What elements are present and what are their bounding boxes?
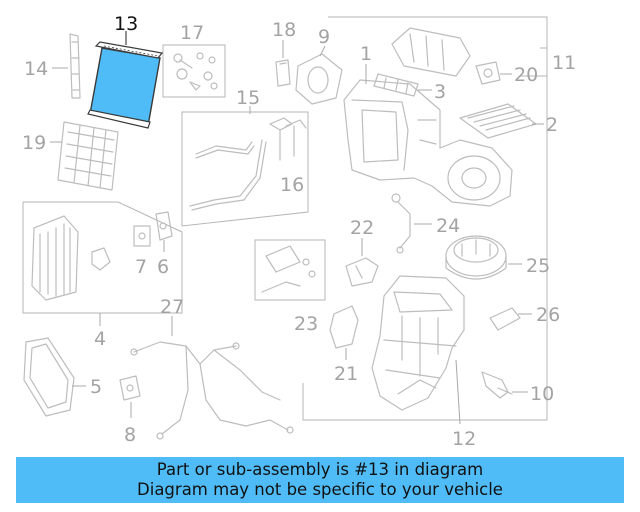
frame-assembly-right xyxy=(302,16,548,421)
info-banner: Part or sub-assembly is #13 in diagram D… xyxy=(16,457,624,503)
callout-14: 14 xyxy=(24,58,48,80)
frame-group-23 xyxy=(254,239,326,301)
banner-line-disclaimer: Diagram may not be specific to your vehi… xyxy=(137,480,503,499)
hvac-housing-part-1 xyxy=(343,79,513,207)
callout-6: 6 xyxy=(157,256,169,278)
leader-12 xyxy=(455,359,461,425)
frame-group-15 xyxy=(181,111,309,227)
blower-motor-part-25 xyxy=(445,235,507,280)
heater-core-part-13[interactable] xyxy=(87,41,164,129)
hose-clamp-part-16 xyxy=(269,117,307,161)
wiring-harness-part-27 xyxy=(130,341,294,440)
callout-22: 22 xyxy=(350,217,374,239)
callout-10: 10 xyxy=(530,383,554,405)
banner-line-part-number: Part or sub-assembly is #13 in diagram xyxy=(156,460,484,479)
callout-24: 24 xyxy=(436,215,460,237)
hardware-set-part-17 xyxy=(173,52,218,91)
callout-1: 1 xyxy=(360,43,372,65)
resistor-part-22 xyxy=(345,257,379,287)
mounting-plate-part-21 xyxy=(329,305,359,349)
callout-26: 26 xyxy=(536,304,560,326)
leader-9 xyxy=(319,45,326,57)
clip-part-8 xyxy=(119,375,141,401)
callout-5: 5 xyxy=(90,376,102,398)
expansion-valve-part-6 xyxy=(155,211,173,241)
evaporator-part-4 xyxy=(31,215,79,301)
callout-3: 3 xyxy=(434,81,446,103)
bracket-assembly-part-23 xyxy=(261,245,316,293)
callout-13: 13 xyxy=(114,13,138,35)
clip-part-18 xyxy=(275,59,291,87)
callout-25: 25 xyxy=(526,255,550,277)
callout-15: 15 xyxy=(236,87,260,109)
callout-2: 2 xyxy=(546,114,558,136)
pipe-bracket-part-14 xyxy=(69,33,81,99)
seal-part-7 xyxy=(133,225,151,247)
gasket-frame-part-5 xyxy=(23,337,75,417)
heater-hoses-part-15 xyxy=(189,139,267,211)
callout-8: 8 xyxy=(124,424,136,446)
callout-17: 17 xyxy=(180,22,204,44)
callout-4: 4 xyxy=(94,328,106,350)
actuator-part-20 xyxy=(475,61,501,85)
callout-11: 11 xyxy=(552,52,576,74)
seal-plate-part-9 xyxy=(295,53,343,105)
callout-7: 7 xyxy=(135,256,147,278)
frame-bracket-11 xyxy=(520,47,548,77)
callout-12: 12 xyxy=(452,428,476,450)
callout-9: 9 xyxy=(318,26,330,48)
callout-18: 18 xyxy=(272,19,296,41)
callout-16: 16 xyxy=(280,174,304,196)
callout-21: 21 xyxy=(334,363,358,385)
callout-19: 19 xyxy=(22,132,46,154)
upper-duct-part-11 xyxy=(391,27,471,77)
sensor-part-10 xyxy=(481,371,513,399)
cover-part-26 xyxy=(489,307,521,331)
sensor-line-part-24 xyxy=(391,193,411,254)
damper-part-3 xyxy=(373,73,419,97)
fitting-near-evaporator xyxy=(91,247,111,271)
cabin-filter-part-2 xyxy=(459,103,537,139)
frame-group-4 xyxy=(22,201,183,314)
callout-27: 27 xyxy=(160,296,184,318)
callout-20: 20 xyxy=(514,64,538,86)
radiator-core-part-19 xyxy=(57,121,119,191)
callout-23: 23 xyxy=(294,313,318,335)
hvac-case-part-12 xyxy=(371,275,465,411)
frame-group-17 xyxy=(162,44,226,98)
